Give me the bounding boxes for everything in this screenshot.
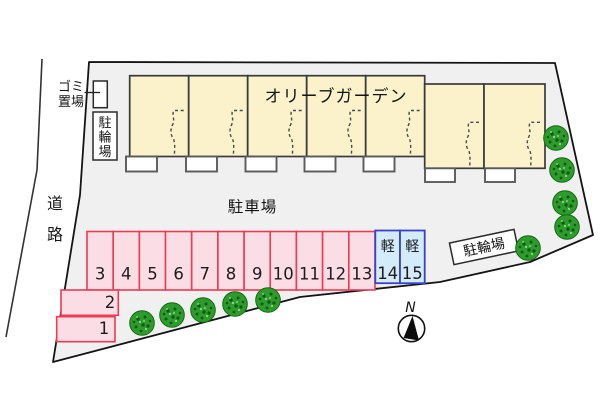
tree-icon xyxy=(554,214,580,240)
space-number: 9 xyxy=(252,265,263,284)
space-number: 6 xyxy=(173,265,184,284)
building-name-label: オリーブガーデン xyxy=(265,86,408,107)
kei-mark: 軽 xyxy=(381,239,395,255)
building: オリーブガーデン xyxy=(125,74,546,183)
parking-space: 6 xyxy=(164,230,193,291)
tree-icon xyxy=(549,157,575,183)
parking-space: 11 xyxy=(295,230,324,291)
space-number: 8 xyxy=(226,265,237,284)
parking-space: 7 xyxy=(190,230,219,291)
space-number: 12 xyxy=(325,265,346,284)
space-area xyxy=(399,229,426,285)
bicycle-parking-right-box xyxy=(448,228,520,266)
parking-space: 13 xyxy=(347,230,376,291)
space-number: 11 xyxy=(299,265,320,284)
space-area xyxy=(164,230,193,291)
garbage-label: 置場 xyxy=(58,95,84,110)
unit-stair-dashed xyxy=(288,109,302,157)
space-number: 15 xyxy=(402,264,423,283)
space-area xyxy=(60,289,120,317)
space-number: 4 xyxy=(121,265,132,284)
building-unit xyxy=(187,74,249,158)
garbage-area: ゴミ 置場 xyxy=(58,79,109,110)
kei-mark: 軽 xyxy=(405,239,419,255)
space-area xyxy=(243,230,272,291)
parking-space-kei: 軽 15 xyxy=(399,229,426,285)
parking-space: 10 xyxy=(269,230,298,291)
svg-text:道: 道 xyxy=(47,194,63,213)
unit-stair-dashed xyxy=(406,109,420,157)
space-area xyxy=(374,229,401,285)
svg-text:場: 場 xyxy=(98,145,111,160)
space-number: 3 xyxy=(95,265,106,284)
parking-space: 12 xyxy=(321,230,350,291)
space-area xyxy=(347,230,376,291)
compass-north-indicator: N xyxy=(397,300,426,343)
unit-porch xyxy=(362,155,396,173)
unit-porch xyxy=(125,155,158,173)
space-number: 14 xyxy=(377,264,398,283)
road-label: 道 路 xyxy=(47,194,63,244)
unit-porch xyxy=(424,167,456,183)
unit-stair-dashed xyxy=(347,109,361,157)
parking-space: 2 xyxy=(60,289,120,317)
tree-icon xyxy=(190,297,216,323)
road-edge-line xyxy=(5,58,43,338)
unit-stair-dashed xyxy=(170,109,184,157)
space-area xyxy=(138,230,167,291)
space-number: 13 xyxy=(351,265,372,284)
parking-row: 3 4 5 6 7 8 9 10 xyxy=(86,230,376,291)
tree-icon xyxy=(129,310,155,336)
space-number: 10 xyxy=(273,265,294,284)
space-area xyxy=(321,230,350,291)
unit-porch xyxy=(244,155,278,173)
tree-icon xyxy=(515,235,541,261)
space-area xyxy=(190,230,219,291)
space-area xyxy=(55,315,116,343)
space-number: 2 xyxy=(105,293,116,312)
space-number: 1 xyxy=(99,319,110,338)
building-unit xyxy=(483,83,546,170)
tree-icon xyxy=(552,190,578,216)
tree-icon xyxy=(255,287,281,313)
unit-porch xyxy=(185,155,218,173)
unit-stair-dashed xyxy=(465,121,479,169)
kei-parking-row: 軽 14 軽 15 xyxy=(374,229,426,285)
building-unit xyxy=(364,74,426,158)
parking-space: 3 xyxy=(86,230,115,291)
tree-icon xyxy=(222,291,248,317)
parking-space: 1 xyxy=(55,315,116,343)
garbage-label: ゴミ xyxy=(58,79,84,95)
building-unit xyxy=(305,74,367,158)
unit-stair-dashed xyxy=(229,109,243,157)
parking-space: 4 xyxy=(112,230,141,291)
parking-space: 8 xyxy=(217,230,245,291)
bicycle-parking-left-box xyxy=(92,111,118,161)
space-number: 5 xyxy=(147,265,158,284)
svg-text:駐: 駐 xyxy=(98,116,111,131)
space-area xyxy=(269,230,298,291)
tree-icon xyxy=(543,125,569,151)
space-area xyxy=(112,230,141,291)
svg-text:輪: 輪 xyxy=(98,130,111,146)
tree-icon xyxy=(159,302,185,328)
svg-text:路: 路 xyxy=(47,225,63,244)
parking-space: 9 xyxy=(243,230,272,291)
bicycle-parking-left: 駐 輪 場 xyxy=(92,111,118,161)
parking-space-kei: 軽 14 xyxy=(374,229,401,285)
garbage-box xyxy=(92,80,109,109)
compass-needle xyxy=(403,316,419,341)
north-label: N xyxy=(405,300,416,316)
space-area xyxy=(295,230,324,291)
parking-lot-label: 駐車場 xyxy=(228,198,278,216)
parking-space: 5 xyxy=(138,230,167,291)
space-number: 7 xyxy=(200,265,211,284)
unit-porch xyxy=(303,155,337,173)
building-unit xyxy=(423,83,485,170)
unit-stair-dashed xyxy=(526,121,540,169)
unit-porch xyxy=(484,167,516,183)
building-unit xyxy=(128,74,190,158)
